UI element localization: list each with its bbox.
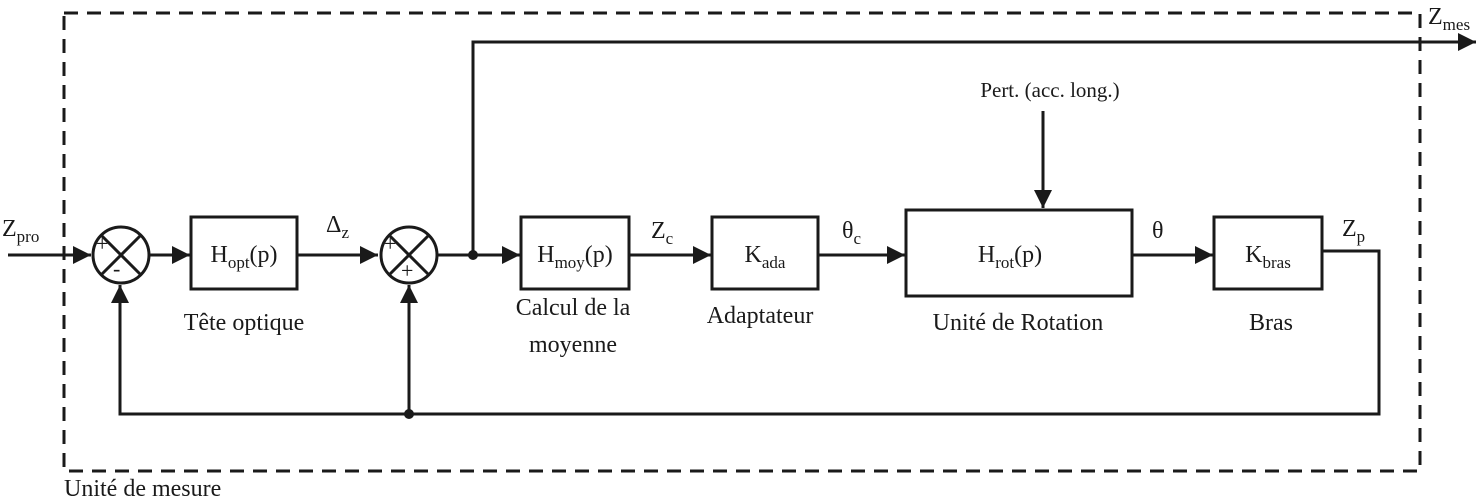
block-hrot-caption: Unité de Rotation [933,310,1104,336]
block-hrot [904,208,1134,298]
feedback-path [111,249,1381,416]
block-hmoy-caption-1: Calcul de la [516,295,631,321]
block-hopt-label: Hopt(p) [210,242,277,272]
measurement-unit-boundary [62,11,1422,473]
block-kada-label: Kada [745,242,786,272]
block-kada [710,215,820,291]
block-hmoy-label: Hmoy(p) [537,242,613,272]
block-kbras-caption: Bras [1249,310,1293,336]
summer-2: + + [379,225,439,285]
signal-z-mes: Zmes [1428,4,1470,34]
branch-point-feedback [404,409,414,419]
summer-1-top-sign: + [96,231,108,256]
signal-delta-z: Δz [326,212,349,242]
block-hopt [189,215,299,291]
summer-2-top-sign: + [384,231,396,256]
block-kbras-label: Kbras [1245,242,1291,272]
summer-1-bottom-sign: - [113,256,120,281]
measurement-unit-label: Unité de mesure [64,476,221,500]
block-hmoy-caption-2: moyenne [529,332,617,358]
summer-1: + - [91,225,151,285]
signal-zc: Zc [651,218,674,248]
output-branch [471,33,1476,255]
signal-z-pro: Zpro [2,216,39,246]
block-hrot-label: Hrot(p) [978,242,1042,272]
block-kada-caption: Adaptateur [707,303,814,329]
signal-theta-c: θc [842,218,862,248]
block-hopt-caption: Tête optique [184,310,305,336]
signal-zp: Zp [1342,216,1365,246]
summer-2-bottom-sign: + [401,258,413,283]
signal-theta: θ [1152,218,1164,244]
disturbance-label: Pert. (acc. long.) [980,78,1119,102]
block-hmoy [519,215,631,291]
block-kbras [1212,215,1324,291]
